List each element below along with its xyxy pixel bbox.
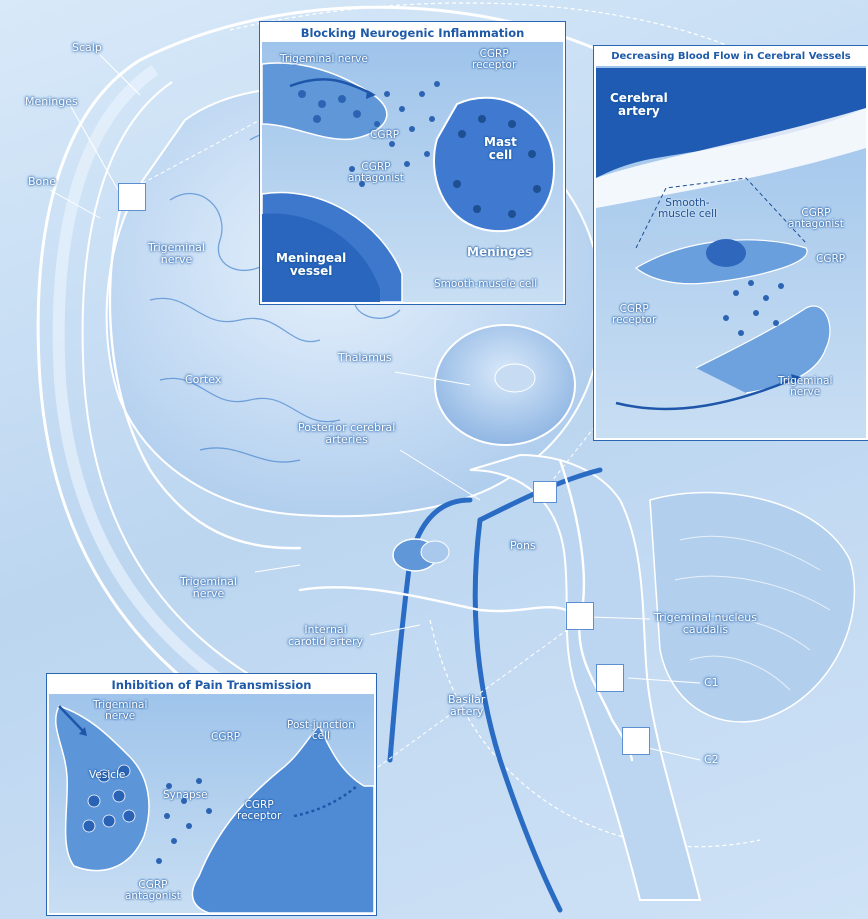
label-mast-cell: Mast cell [484,136,517,162]
label-scalp: Scalp [72,42,102,54]
label-cgrp-antagonist-2: CGRP antagonist [788,208,844,230]
label-meninges-panel: Meninges [467,246,532,259]
label-cgrp-receptor-2: CGRP receptor [612,304,656,326]
label-trigeminal-nerve-3: Trigeminal nerve [93,700,147,722]
panel-neurogenic-inflammation: Blocking Neurogenic Inflammation Trigemi… [260,22,565,304]
label-cgrp-receptor-3: CGRP receptor [237,800,281,822]
label-thalamus: Thalamus [338,352,392,364]
label-smooth-muscle-cell-2: Smooth- muscle cell [658,198,717,220]
label-post-junction-cell: Post-junction cell [287,720,355,742]
label-cortex: Cortex [185,374,221,386]
label-trigeminal-nerve: Trigeminal nerve [280,54,368,65]
panel-pain-title: Inhibition of Pain Transmission [49,676,374,694]
panel-blood-flow: Decreasing Blood Flow in Cerebral Vessel… [594,46,868,440]
label-pons: Pons [510,540,536,552]
marker-c2 [622,727,650,755]
cerebellum-shape [650,493,854,722]
marker-trigeminal-nucleus [566,602,594,630]
label-cgrp-3: CGRP [211,732,240,743]
label-synapse: Synapse [163,790,208,801]
label-trigeminal-nucleus-caudalis: Trigeminal nucleus caudalis [654,612,757,636]
label-cgrp-2: CGRP [816,254,845,265]
label-basilar-artery: Basilar artery [448,694,485,718]
label-c1: C1 [704,677,719,689]
panel-blood-flow-title: Decreasing Blood Flow in Cerebral Vessel… [596,48,866,66]
marker-c1 [596,664,624,692]
label-c2: C2 [704,754,719,766]
label-cerebral-artery: Cerebral artery [610,92,668,118]
label-trigeminal-nerve-2: Trigeminal nerve [778,376,832,398]
label-trigeminal-nerve-top: Trigeminal nerve [148,242,205,266]
label-cgrp-antagonist: CGRP antagonist [348,162,404,184]
label-posterior-cerebral-arteries: Posterior cerebral arteries [298,422,395,446]
label-trigeminal-nerve-bottom: Trigeminal nerve [180,576,237,600]
label-bone: Bone [28,176,56,188]
label-internal-carotid-artery: Internal carotid artery [288,624,363,648]
label-meninges: Meninges [25,96,78,108]
marker-posterior-artery [533,481,557,503]
panel-neurogenic-title: Blocking Neurogenic Inflammation [262,24,563,42]
label-meningeal-vessel: Meningeal vessel [276,252,346,278]
label-cgrp: CGRP [370,130,399,141]
label-smooth-muscle-cell: Smooth-muscle cell [434,279,537,290]
panel-pain-transmission: Inhibition of Pain Transmission Trigemin… [47,674,376,915]
label-vesicle: Vesicle [89,770,125,781]
mast-cell-shape [434,98,554,231]
label-cgrp-antagonist-3: CGRP antagonist [125,880,181,902]
marker-meninges [118,183,146,211]
label-cgrp-receptor: CGRP receptor [472,49,516,71]
